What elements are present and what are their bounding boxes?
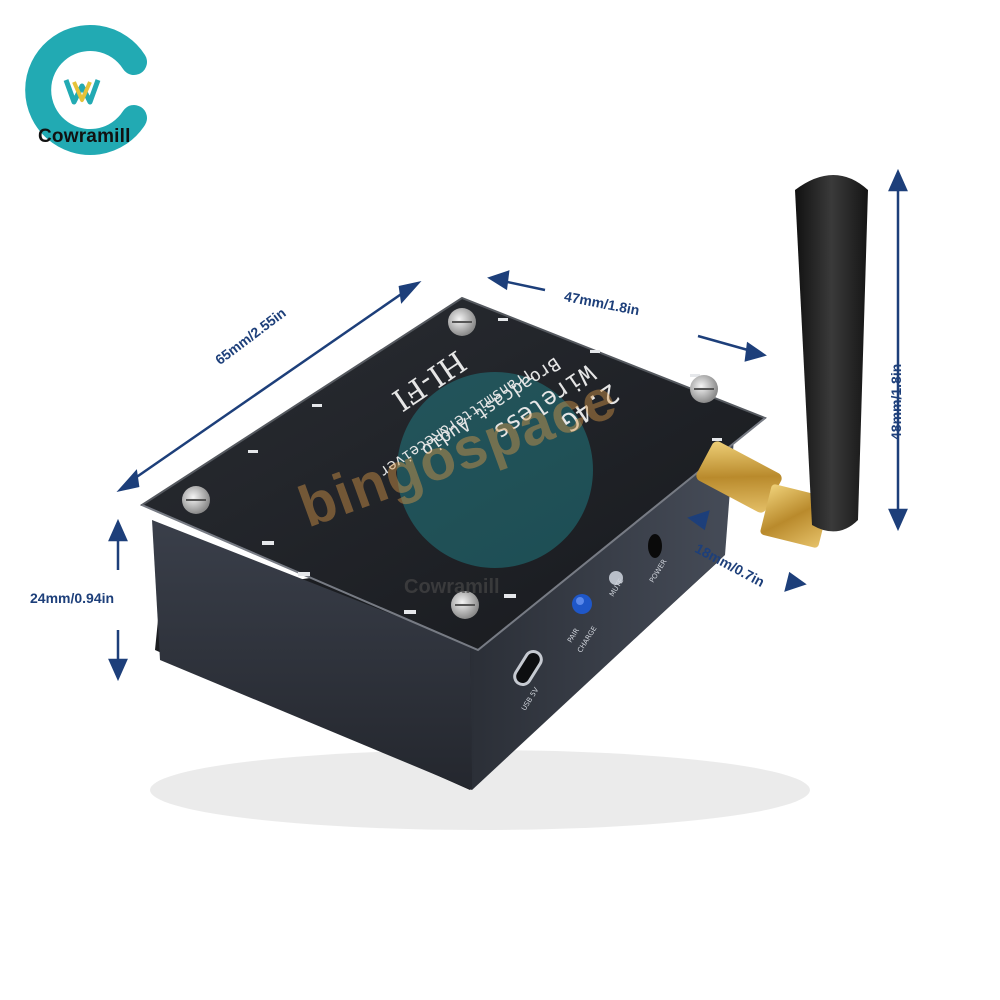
enclosure-long-side <box>152 520 472 790</box>
brand-name: Cowramill <box>38 126 131 147</box>
brand-logo <box>25 25 147 155</box>
dimension-depth-label: 24mm/0.94in <box>30 590 115 606</box>
screw-icon <box>448 308 476 336</box>
shadow <box>150 750 810 830</box>
panel-edge <box>141 417 766 652</box>
screw-icon <box>182 486 210 514</box>
watermark-brand: Cowramill <box>404 576 500 598</box>
antenna <box>795 175 868 532</box>
watermark-logo <box>397 372 593 568</box>
power-switch <box>648 534 662 558</box>
panel-markers <box>248 318 722 614</box>
screw-icon <box>690 375 718 403</box>
usb-c-port <box>513 650 543 686</box>
status-led <box>609 571 623 585</box>
pair-button <box>572 594 592 614</box>
screw-icon <box>451 591 479 619</box>
dimension-arrows <box>108 168 908 682</box>
enclosure-port-side <box>470 425 735 790</box>
dimension-antenna-height-label: 48mm/1.8in <box>888 363 904 440</box>
